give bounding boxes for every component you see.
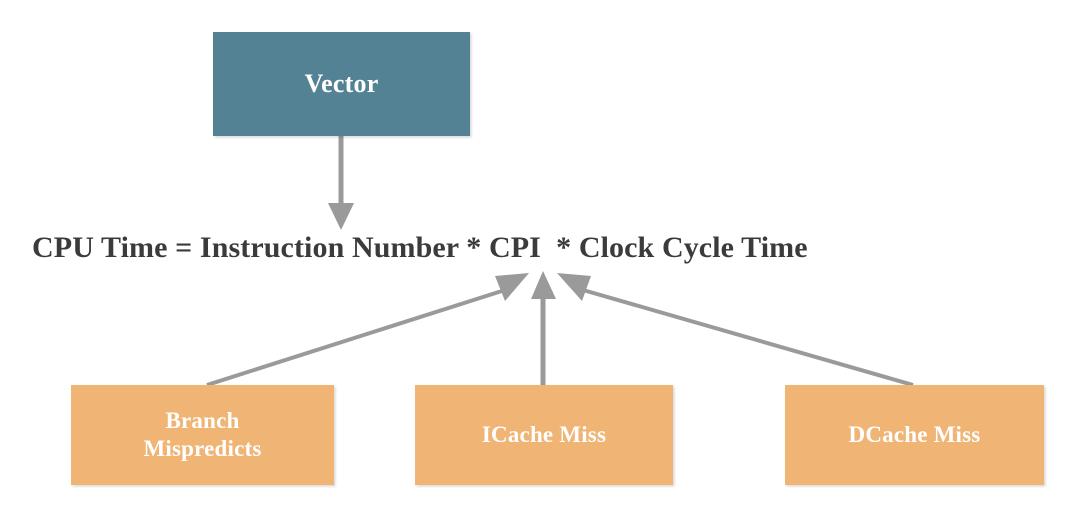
- node-dcache-miss-label: DCache Miss: [848, 421, 981, 447]
- connector-branch-to-cpi: [206, 273, 529, 387]
- connector-vector-to-formula: [328, 136, 354, 230]
- node-branch-line-2: Mispredicts: [143, 436, 262, 461]
- node-vector-label: Vector: [304, 69, 379, 99]
- node-branch-mispredicts[interactable]: Branch Mispredicts: [71, 385, 334, 485]
- node-branch-mispredicts-label: Branch Mispredicts: [143, 407, 261, 463]
- node-dcache-miss[interactable]: DCache Miss: [785, 385, 1044, 485]
- connector-dcache-to-cpi: [557, 273, 914, 387]
- connector-icache-to-cpi: [531, 271, 556, 385]
- node-icache-miss[interactable]: ICache Miss: [415, 385, 673, 485]
- node-branch-line-1: Branch: [165, 407, 240, 433]
- cpu-time-formula: CPU Time = Instruction Number * CPI * Cl…: [32, 231, 808, 264]
- node-icache-miss-label: ICache Miss: [481, 421, 607, 447]
- node-vector[interactable]: Vector: [213, 32, 470, 136]
